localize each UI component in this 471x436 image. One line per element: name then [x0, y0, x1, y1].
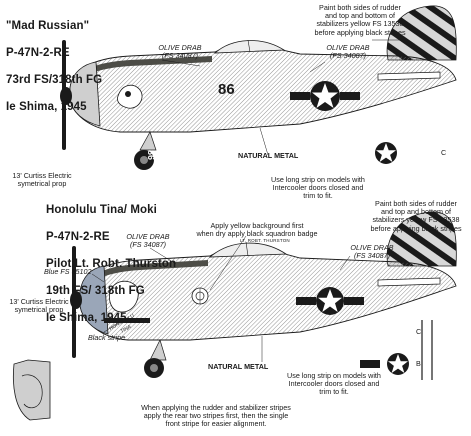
aircraft-1-wing-code: 86	[146, 149, 157, 161]
aircraft-1-title: "Mad Russian" P-47N-2-RE 73rd FS/318th F…	[6, 6, 102, 128]
aircraft-2-title-line: Honolulu Tina/ Moki	[46, 203, 157, 216]
aircraft-2-badge-note: Apply yellow background first when dry a…	[196, 221, 318, 239]
aircraft-2-antiglare	[86, 260, 208, 288]
aircraft-2-blue-callout: Blue FS 35102	[44, 267, 92, 276]
aircraft-1-rudder-note: Paint both sides of rudder and top and b…	[314, 3, 406, 37]
aircraft-1-antiglare	[76, 56, 212, 84]
aircraft-2-black-stripe	[104, 318, 150, 323]
aircraft-2-cowl-blue	[79, 265, 109, 335]
aircraft-2-olive-drab-callout: OLIVE DRAB (FS 34087)	[126, 232, 170, 249]
aircraft-2-prop-note: 13' Curtiss Electric symetrical prop	[9, 297, 69, 315]
aircraft-1-natural-metal-callout: NATURAL METAL	[238, 151, 299, 160]
spare-cowl-detail	[12, 359, 51, 421]
aircraft-1-cowl	[69, 61, 101, 127]
aircraft-1-letter-c: C	[441, 148, 447, 157]
aircraft-2-title: Honolulu Tina/ Moki P-47N-2-RE Pilot Lt.…	[46, 190, 176, 339]
aircraft-1-prop-note: 13' Curtiss Electric symetrical prop	[12, 171, 72, 189]
aircraft-2-canopy	[208, 242, 288, 258]
aircraft-1-fuselage	[69, 42, 457, 133]
aircraft-1-title-line: "Mad Russian"	[6, 19, 90, 32]
aircraft-1-landing-gear	[139, 131, 157, 151]
aircraft-1-prop	[62, 40, 66, 150]
aircraft-1-olive-drab-callout: OLIVE DRAB (FS 34087)	[158, 43, 202, 60]
aircraft-2-letter-b: B	[416, 359, 421, 368]
aircraft-2-black-stripe-callout: Black stripe	[88, 333, 126, 342]
aircraft-1-strip-note: Use long strip on models with Intercoole…	[271, 175, 365, 201]
aircraft-1-nose-art	[117, 84, 143, 109]
aircraft-1-star-insignia	[290, 81, 360, 111]
aircraft-1-canopy	[213, 40, 286, 54]
aircraft-2-title-line: P-47N-2-RE	[46, 230, 110, 243]
aircraft-1-title-line: P-47N-2-RE	[6, 46, 70, 59]
aircraft-2-natural-metal-callout: NATURAL METAL	[208, 362, 269, 371]
aircraft-2-squadron-badge	[191, 287, 209, 305]
aircraft-2-star-insignia	[296, 287, 364, 315]
aircraft-2-pilot-tag: LT. ROBT. THURSTON	[240, 238, 290, 243]
aircraft-2-wing-star	[360, 353, 409, 375]
aircraft-2-landing-gear	[149, 339, 167, 361]
aircraft-2-rudder-note: Paint both sides of rudder and top and b…	[370, 199, 462, 233]
aircraft-1-wing-star	[375, 142, 397, 164]
aircraft-2-letter-c: C	[416, 327, 422, 336]
aircraft-2-olive-drab-callout-tail: OLIVE DRAB (FS 34087)	[350, 243, 394, 260]
aircraft-2-strip-note: Use long strip on models with Intercoole…	[287, 371, 381, 397]
aircraft-1-profile	[60, 5, 457, 170]
aircraft-1-fuselage-code: 86	[218, 81, 235, 98]
aircraft-2-title-line: Ie Shima, 1945	[46, 311, 127, 324]
aircraft-2-title-line: Pilot Lt. Robt. Thurston	[46, 257, 177, 270]
footer-note: When applying the rudder and stabilizer …	[141, 403, 291, 429]
aircraft-1-olive-drab-callout-tail: OLIVE DRAB (FS 34087)	[326, 43, 370, 60]
aircraft-2-profile	[70, 211, 457, 380]
aircraft-1-title-line: Ie Shima, 1945	[6, 100, 87, 113]
aircraft-2-prop	[72, 246, 76, 358]
aircraft-1-title-line: 73rd FS/318th FG	[6, 73, 103, 86]
aircraft-2-fuselage	[79, 244, 457, 341]
aircraft-2-title-line: 19th FS/ 318th FG	[46, 284, 145, 297]
